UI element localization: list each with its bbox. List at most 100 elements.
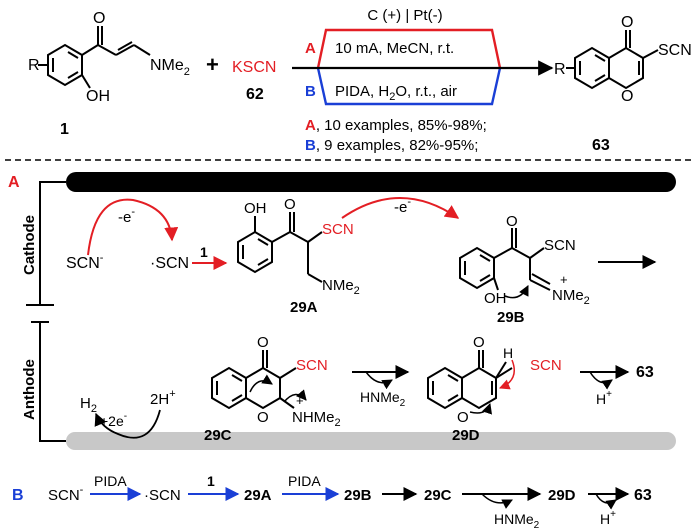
proton-byproduct: H+ bbox=[596, 389, 612, 407]
route-b-29a: 29A bbox=[244, 487, 272, 504]
29a-oh: OH bbox=[244, 200, 267, 217]
electrode-conditions: C (+) | Pt(-) bbox=[367, 7, 442, 24]
anode-electrode-bar bbox=[66, 432, 676, 450]
intermediate-29C bbox=[211, 350, 297, 410]
29a-o: O bbox=[284, 196, 296, 213]
product-o-top: O bbox=[621, 14, 633, 31]
route-b-hnme2: HNMe2 bbox=[494, 511, 540, 530]
29b-iminium-bond bbox=[529, 279, 551, 291]
product-o-ring: O bbox=[621, 88, 633, 105]
route-b-section-label: B bbox=[12, 487, 24, 504]
minus-electron-1: -e- bbox=[118, 206, 135, 226]
29a-n-bond bbox=[307, 273, 323, 283]
29a-nme2: NMe2 bbox=[322, 277, 360, 297]
sm-oh-label: OH bbox=[86, 88, 110, 105]
29d-o-top: O bbox=[473, 334, 485, 351]
oxidation-arrow-1 bbox=[87, 198, 179, 256]
29b-nme2: NMe2 bbox=[552, 287, 590, 307]
29d-double-bond bbox=[447, 374, 459, 382]
proton-loss-arrow bbox=[589, 371, 613, 390]
29b-o: O bbox=[506, 213, 518, 230]
29a-alpha-bond bbox=[289, 231, 309, 243]
29b-oh-bond bbox=[493, 277, 499, 291]
two-protons: 2H+ bbox=[150, 388, 176, 408]
sm-nme2-label: NMe2 bbox=[150, 57, 190, 78]
starting-material-1 bbox=[38, 26, 151, 89]
29c-n-bond bbox=[279, 397, 295, 409]
route-b-29b: 29B bbox=[344, 487, 372, 504]
intermediate-29B bbox=[459, 228, 551, 291]
plus-sign: + bbox=[206, 52, 219, 77]
route-b-pida-1: PIDA bbox=[94, 473, 127, 489]
29d-label: 29D bbox=[452, 427, 480, 444]
route-b-pida-2: PIDA bbox=[288, 473, 321, 489]
sm-vinyl-bond bbox=[115, 44, 135, 56]
29c-pyran-ring bbox=[245, 366, 281, 410]
29d-h: H bbox=[503, 345, 513, 361]
circuit-wire-top bbox=[39, 181, 66, 305]
route-b-29c: 29C bbox=[424, 487, 452, 504]
hnme2-byproduct: HNMe2 bbox=[360, 389, 406, 409]
plus-two-electrons: +2e- bbox=[100, 411, 127, 429]
thiocyanate-anion: SCN- bbox=[66, 252, 104, 272]
route-b-bracket bbox=[316, 67, 502, 106]
29d-scn-bond bbox=[495, 367, 513, 379]
route-b-tag: B bbox=[305, 83, 316, 100]
sm-chain-bond bbox=[97, 44, 117, 56]
sm-double-bond bbox=[67, 71, 79, 79]
route-b-hnme2-loss bbox=[481, 493, 513, 509]
sm-oh-bond bbox=[81, 74, 91, 89]
reagent-kscn: KSCN bbox=[232, 59, 276, 76]
29d-scn: SCN bbox=[530, 357, 562, 374]
sm-r-label: R bbox=[28, 57, 40, 74]
29c-double-bond bbox=[231, 374, 243, 382]
29d-h-bond bbox=[495, 361, 507, 379]
route-a-bracket bbox=[316, 28, 502, 69]
29d-o-ring: O bbox=[457, 409, 469, 426]
29c-scn: SCN bbox=[296, 357, 328, 374]
hnme2-loss-arrow bbox=[365, 371, 393, 390]
29b-iminium-double bbox=[531, 273, 551, 285]
29a-acyl-bond bbox=[271, 231, 291, 243]
sm-o-label: O bbox=[93, 10, 105, 27]
circuit-wire-bottom bbox=[39, 322, 66, 442]
29b-scn: SCN bbox=[544, 237, 576, 254]
29b-double-bond bbox=[479, 254, 491, 262]
29c-electron-arrow bbox=[249, 374, 273, 393]
product-63-structure bbox=[566, 30, 659, 90]
29a-double-bond bbox=[257, 258, 269, 266]
sm-compound-number: 1 bbox=[60, 121, 69, 138]
29b-scn-bond bbox=[529, 247, 545, 259]
29b-label: 29B bbox=[497, 309, 525, 326]
product-pyranone-ring bbox=[608, 46, 644, 90]
29a-label: 29A bbox=[290, 299, 318, 316]
29c-label: 29C bbox=[204, 427, 232, 444]
29d-pyran-ring bbox=[461, 366, 497, 410]
cathode-label: Cathode bbox=[21, 215, 38, 275]
route-b-summary: B, 9 examples, 82%-95%; bbox=[305, 137, 478, 154]
route-b-conditions: PIDA, H2O, r.t., air bbox=[335, 83, 457, 103]
route-b-thiocyanate: SCN- bbox=[48, 484, 84, 504]
intermediate-29A bbox=[237, 212, 323, 283]
29c-nhme2: NHMe2 bbox=[292, 409, 341, 429]
product-number: 63 bbox=[592, 137, 610, 154]
route-b-proton: H+ bbox=[600, 509, 616, 527]
29c-plus: + bbox=[296, 393, 304, 408]
route-b-reagent-1: 1 bbox=[207, 473, 215, 489]
29c-elimination-arrow bbox=[283, 389, 307, 403]
29d-double-bond bbox=[447, 394, 459, 402]
product-double-bond bbox=[594, 74, 606, 82]
product-r-label: R bbox=[554, 61, 566, 78]
anode-label: Anthode bbox=[21, 359, 38, 420]
minus-electron-2: -e- bbox=[394, 196, 411, 216]
sm-n-bond bbox=[133, 44, 151, 56]
29c-o-top: O bbox=[257, 334, 269, 351]
29b-cyclization-arrow bbox=[504, 285, 529, 299]
route-a-conditions: 10 mA, MeCN, r.t. bbox=[335, 40, 454, 57]
29b-double-bond bbox=[479, 274, 491, 282]
reduction-arrow bbox=[94, 409, 161, 439]
29c-o-ring: O bbox=[257, 409, 269, 426]
sm-carbonyl-bond bbox=[81, 44, 99, 56]
product-double-bond bbox=[594, 54, 606, 62]
29a-scn: SCN bbox=[322, 221, 354, 238]
